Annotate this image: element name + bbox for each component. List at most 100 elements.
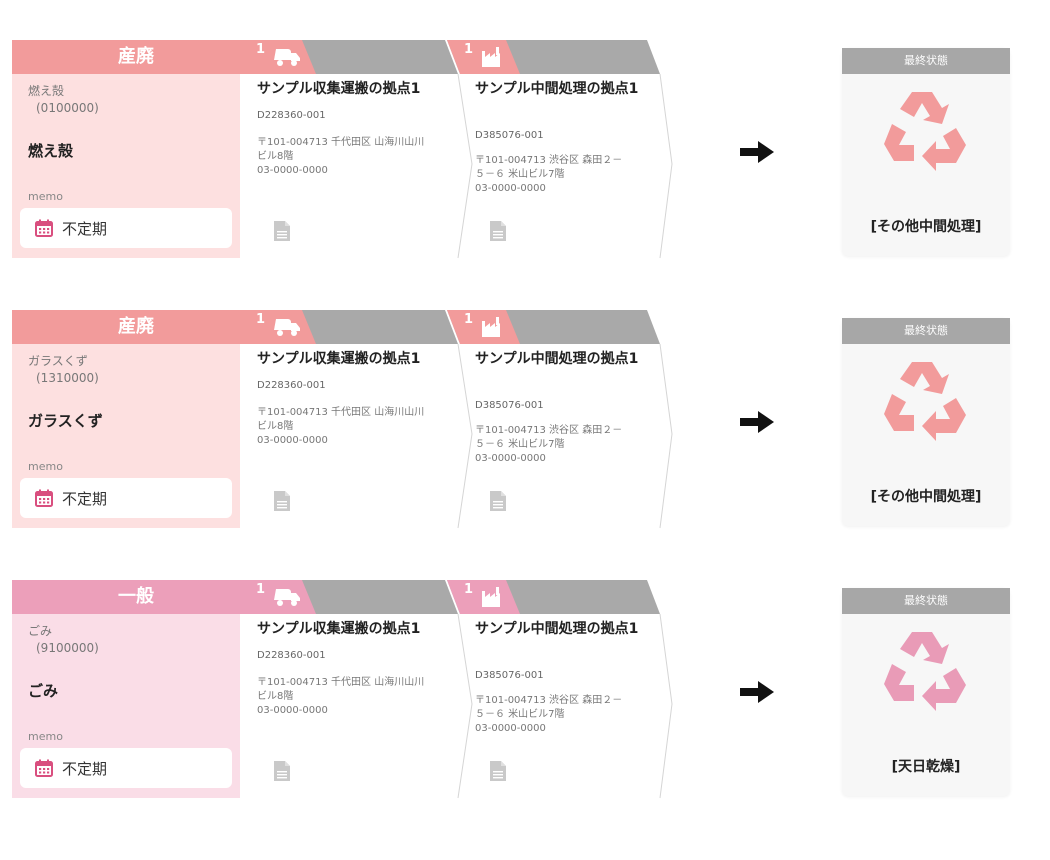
calendar-icon xyxy=(35,759,53,777)
waste-category-header: 産廃 xyxy=(12,40,240,74)
step2-chevron xyxy=(659,613,673,799)
schedule-button[interactable]: 不定期 xyxy=(20,478,232,518)
step2-address-line: ５－６ 米山ビル7階 xyxy=(475,709,565,720)
waste-flow-row: 産廃 ガラスくず (1310000) ガラスくず memo xyxy=(12,310,1042,530)
step2-phone: 03-0000-0000 xyxy=(475,723,546,734)
step1-document-icon[interactable] xyxy=(272,220,292,242)
waste-category-header: 産廃 xyxy=(12,310,240,344)
schedule-label: 不定期 xyxy=(62,759,108,778)
step2-phone: 03-0000-0000 xyxy=(475,183,546,194)
step1-address: 〒101-004713 千代田区 山海川山川 ビル8階 03-0000-0000 xyxy=(257,676,457,718)
step2-title: サンプル中間処理の拠点1 xyxy=(475,351,639,367)
step2-address: 〒101-004713 渋谷区 森田２－ ５－６ 米山ビル7階 03-0000-… xyxy=(475,154,665,196)
waste-card[interactable]: 一般 ごみ (9100000) ごみ memo xyxy=(12,580,240,798)
step2-document-icon[interactable] xyxy=(488,490,508,512)
step2-title: サンプル中間処理の拠点1 xyxy=(475,81,639,97)
step1-phone: 03-0000-0000 xyxy=(257,435,328,446)
waste-code: (0100000) xyxy=(36,101,99,115)
waste-card[interactable]: 産廃 ガラスくず (1310000) ガラスくず memo xyxy=(12,310,240,528)
step1-chevron xyxy=(457,73,473,259)
step2-id: D385076-001 xyxy=(475,400,544,411)
step1-document-icon[interactable] xyxy=(272,490,292,512)
arrow-right-icon xyxy=(740,141,774,163)
step2-chevron xyxy=(659,73,673,259)
final-state-header: 最終状態 xyxy=(842,588,1010,614)
waste-card-body: ごみ (9100000) ごみ memo 不定期 xyxy=(12,614,240,798)
step1-address-line: 〒101-004713 千代田区 山海川山川 xyxy=(257,137,425,148)
step2-id: D385076-001 xyxy=(475,670,544,681)
step1-id: D228360-001 xyxy=(257,380,326,391)
step2-phone: 03-0000-0000 xyxy=(475,453,546,464)
step2-number: 1 xyxy=(464,582,474,597)
schedule-label: 不定期 xyxy=(62,219,108,238)
step1-address: 〒101-004713 千代田区 山海川山川 ビル8階 03-0000-0000 xyxy=(257,136,457,178)
truck-icon xyxy=(274,319,300,336)
step1-number: 1 xyxy=(256,582,266,597)
step2-address-line: 〒101-004713 渋谷区 森田２－ xyxy=(475,695,623,706)
step1-document-icon[interactable] xyxy=(272,760,292,782)
waste-flow-row: 産廃 燃え殻 (0100000) 燃え殻 memo xyxy=(12,40,1042,260)
step2-chevron xyxy=(659,343,673,529)
step1-number: 1 xyxy=(256,312,266,327)
waste-code: (1310000) xyxy=(36,371,99,385)
step1-title: サンプル収集運搬の拠点1 xyxy=(257,81,421,97)
step1-address: 〒101-004713 千代田区 山海川山川 ビル8階 03-0000-0000 xyxy=(257,406,457,448)
step2-id: D385076-001 xyxy=(475,130,544,141)
waste-title: ごみ xyxy=(28,682,59,700)
step1-title: サンプル収集運搬の拠点1 xyxy=(257,351,421,367)
process-flow xyxy=(240,310,673,529)
factory-icon xyxy=(482,317,500,337)
final-state-card: 最終状態 [その他中間処理] xyxy=(842,318,1010,526)
waste-code: (9100000) xyxy=(36,641,99,655)
waste-memo: memo xyxy=(28,460,63,473)
step2-document-icon[interactable] xyxy=(488,220,508,242)
step2-address-line: ５－６ 米山ビル7階 xyxy=(475,439,565,450)
step1-title: サンプル収集運搬の拠点1 xyxy=(257,621,421,637)
step2-title: サンプル中間処理の拠点1 xyxy=(475,621,639,637)
schedule-button[interactable]: 不定期 xyxy=(20,208,232,248)
factory-icon xyxy=(482,587,500,607)
process-flow xyxy=(240,40,673,259)
recycle-icon xyxy=(884,92,966,171)
waste-name: ごみ xyxy=(28,624,53,638)
calendar-icon xyxy=(35,219,53,237)
truck-icon xyxy=(274,589,300,606)
waste-name: 燃え殻 xyxy=(28,84,65,98)
recycle-icon xyxy=(884,362,966,441)
final-state-card: 最終状態 [その他中間処理] xyxy=(842,48,1010,256)
step1-number: 1 xyxy=(256,42,266,57)
final-state-label: [天日乾燥] xyxy=(891,759,961,775)
recycle-icon xyxy=(884,632,966,711)
step2-address-line: ５－６ 米山ビル7階 xyxy=(475,169,565,180)
step1-address-line: ビル8階 xyxy=(257,421,294,432)
waste-memo: memo xyxy=(28,730,63,743)
process-flow xyxy=(240,580,673,799)
arrow-right-icon xyxy=(740,681,774,703)
schedule-button[interactable]: 不定期 xyxy=(20,748,232,788)
final-state-header: 最終状態 xyxy=(842,48,1010,74)
step1-phone: 03-0000-0000 xyxy=(257,705,328,716)
step1-id: D228360-001 xyxy=(257,650,326,661)
step2-address-line: 〒101-004713 渋谷区 森田２－ xyxy=(475,425,623,436)
waste-flow-row: 一般 ごみ (9100000) ごみ memo xyxy=(12,580,1042,800)
step1-chevron xyxy=(457,613,473,799)
arrow-right-icon xyxy=(740,411,774,433)
waste-title: ガラスくず xyxy=(28,412,103,430)
waste-category-header: 一般 xyxy=(12,580,240,614)
step1-address-line: ビル8階 xyxy=(257,151,294,162)
factory-icon xyxy=(482,47,500,67)
final-state-card: 最終状態 [天日乾燥] xyxy=(842,588,1010,796)
step2-address: 〒101-004713 渋谷区 森田２－ ５－６ 米山ビル7階 03-0000-… xyxy=(475,424,665,466)
step2-number: 1 xyxy=(464,42,474,57)
step1-chevron xyxy=(457,343,473,529)
waste-card[interactable]: 産廃 燃え殻 (0100000) 燃え殻 memo xyxy=(12,40,240,258)
step1-address-line: 〒101-004713 千代田区 山海川山川 xyxy=(257,407,425,418)
calendar-icon xyxy=(35,489,53,507)
step2-document-icon[interactable] xyxy=(488,760,508,782)
final-state-label: [その他中間処理] xyxy=(870,219,982,235)
waste-memo: memo xyxy=(28,190,63,203)
waste-name: ガラスくず xyxy=(28,354,88,368)
final-state-header: 最終状態 xyxy=(842,318,1010,344)
waste-title: 燃え殻 xyxy=(28,142,74,160)
step2-address-line: 〒101-004713 渋谷区 森田２－ xyxy=(475,155,623,166)
